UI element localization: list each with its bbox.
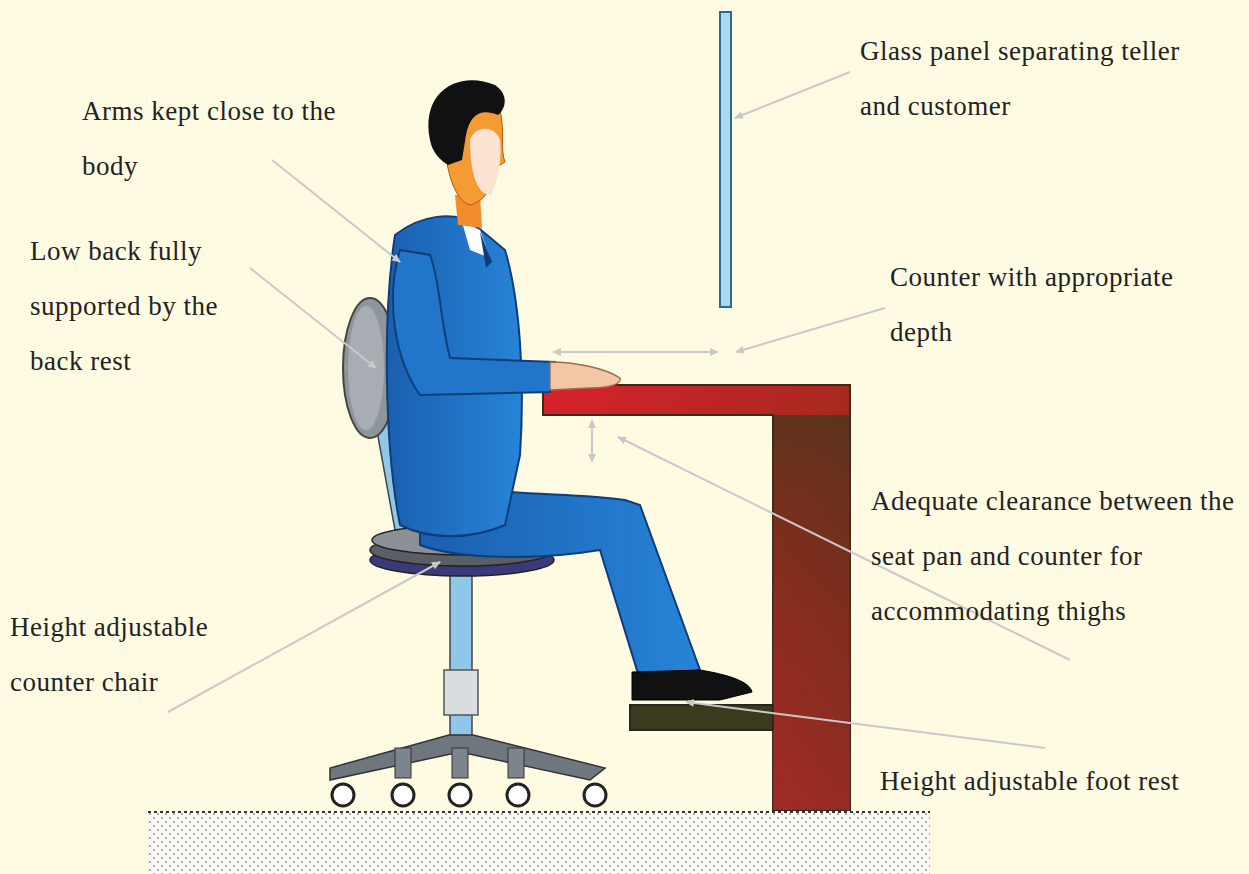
teller-figure — [387, 80, 752, 700]
callout-label: Adequate clearance between the seat pan … — [871, 474, 1243, 639]
callout-label: Height adjustable foot rest — [880, 754, 1242, 809]
counter — [543, 385, 850, 810]
callout-label: Counter with appropriate depth — [890, 250, 1242, 360]
leader-lines — [168, 72, 1070, 748]
callout-label: Height adjustable counter chair — [10, 600, 265, 710]
callout-label: Low back fully supported by the back res… — [30, 224, 260, 389]
callout-label: Glass panel separating teller and custom… — [860, 24, 1205, 134]
floor-edge — [148, 811, 930, 813]
glass-panel — [720, 12, 731, 307]
floor — [148, 812, 930, 874]
counter-leg — [773, 415, 850, 810]
floor-texture — [148, 812, 930, 874]
foot-rest — [630, 705, 773, 730]
callout-label: Arms kept close to the body — [82, 84, 337, 194]
